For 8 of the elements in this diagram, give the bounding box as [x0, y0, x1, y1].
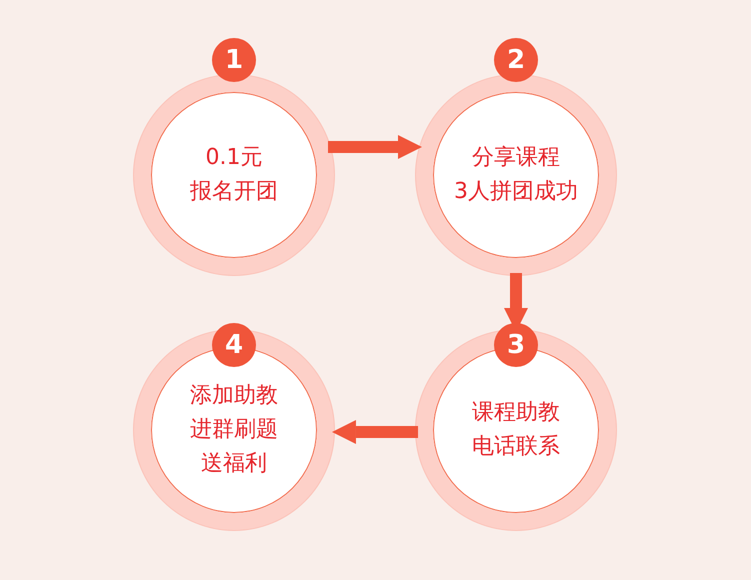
step-text: 添加助教进群刷题送福利	[189, 382, 279, 478]
arrow	[332, 420, 418, 444]
number-badge: 2	[494, 38, 538, 82]
number-badge: 1	[212, 38, 256, 82]
step-text: 分享课程3人拼团成功	[453, 144, 579, 206]
step-text: 0.1元报名开团	[189, 144, 279, 206]
step-text: 课程助教电话联系	[471, 399, 561, 461]
arrow	[328, 135, 422, 159]
